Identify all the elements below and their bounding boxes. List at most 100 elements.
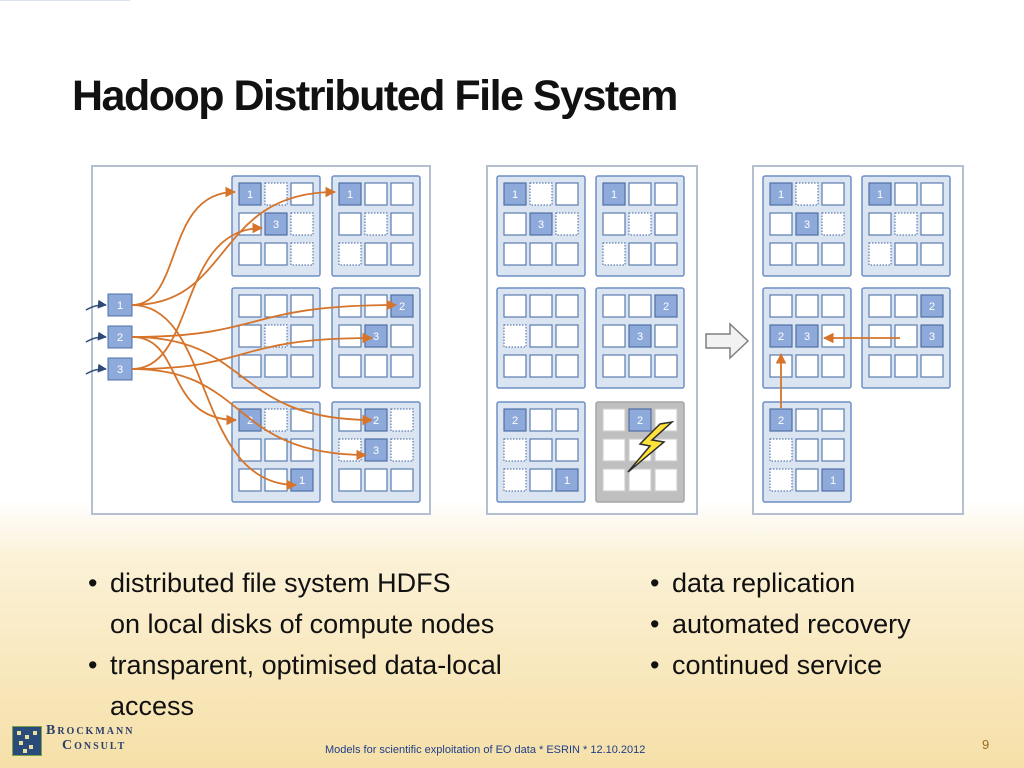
lightning-failure-icon	[627, 420, 675, 473]
empty-slot	[503, 438, 527, 462]
compute-node: 21	[231, 401, 321, 503]
empty-slot	[238, 468, 262, 492]
bullet-text: distributed file system HDFS	[110, 568, 451, 598]
empty-slot	[602, 212, 626, 236]
empty-slot	[602, 438, 626, 462]
empty-slot	[769, 468, 793, 492]
page-number: 9	[982, 737, 990, 752]
block-label: 2	[929, 301, 935, 313]
compute-node: 1	[595, 175, 685, 277]
compute-node	[231, 287, 321, 389]
compute-node: 1	[861, 175, 951, 277]
block-label: 1	[830, 475, 836, 487]
empty-slot	[555, 408, 579, 432]
data-block	[769, 408, 793, 432]
empty-slot	[894, 182, 918, 206]
empty-slot	[238, 294, 262, 318]
bullet-dot: •	[650, 609, 660, 639]
empty-slot	[821, 354, 845, 378]
block-label: 3	[538, 219, 544, 231]
empty-slot	[364, 212, 388, 236]
empty-slot	[503, 468, 527, 492]
block-label: 2	[637, 415, 643, 427]
empty-slot	[338, 468, 362, 492]
replication-arrow	[131, 368, 368, 461]
data-block	[654, 294, 678, 318]
block-label: 2	[373, 415, 379, 427]
empty-slot	[264, 438, 288, 462]
bullet-list-right: • data replication • automated recovery …	[650, 563, 911, 686]
compute-node: 23	[861, 287, 951, 389]
top-accent-line	[0, 0, 130, 1]
empty-slot	[503, 212, 527, 236]
compute-node: 13	[496, 175, 586, 277]
empty-slot	[338, 212, 362, 236]
empty-slot	[555, 242, 579, 266]
empty-slot	[628, 242, 652, 266]
bullet-dot: •	[88, 568, 98, 598]
block-label: 2	[663, 301, 669, 313]
empty-slot	[503, 324, 527, 348]
empty-slot	[555, 212, 579, 236]
empty-slot	[290, 294, 314, 318]
compute-node: 13	[231, 175, 321, 277]
empty-slot	[795, 354, 819, 378]
bullet-text: data replication	[672, 568, 856, 598]
empty-slot	[654, 212, 678, 236]
empty-slot	[894, 354, 918, 378]
empty-slot	[390, 468, 414, 492]
block-label: 1	[564, 475, 570, 487]
data-block	[503, 182, 527, 206]
file-block-label: 2	[117, 332, 123, 344]
empty-slot	[390, 242, 414, 266]
empty-slot	[894, 212, 918, 236]
failed-compute-node: 2	[595, 401, 685, 503]
compute-node	[496, 287, 586, 389]
empty-slot	[390, 212, 414, 236]
empty-slot	[529, 182, 553, 206]
input-arrow	[85, 331, 107, 343]
compute-node: 13	[762, 175, 852, 277]
block-label: 3	[929, 331, 935, 343]
data-block	[238, 182, 262, 206]
transition-arrow-icon	[705, 322, 750, 360]
bullet-text-continued: access	[110, 691, 195, 721]
empty-slot	[364, 354, 388, 378]
empty-slot	[795, 408, 819, 432]
empty-slot	[555, 324, 579, 348]
empty-slot	[290, 212, 314, 236]
empty-slot	[529, 242, 553, 266]
empty-slot	[602, 242, 626, 266]
empty-slot	[238, 438, 262, 462]
empty-slot	[390, 182, 414, 206]
bullet-item: • automated recovery	[650, 604, 911, 645]
bullet-text: automated recovery	[672, 609, 911, 639]
empty-slot	[338, 242, 362, 266]
empty-slot	[795, 294, 819, 318]
empty-slot	[503, 242, 527, 266]
block-label: 3	[804, 331, 810, 343]
empty-slot	[628, 182, 652, 206]
empty-slot	[654, 468, 678, 492]
empty-slot	[555, 182, 579, 206]
data-block	[529, 212, 553, 236]
empty-slot	[795, 438, 819, 462]
empty-slot	[769, 438, 793, 462]
bullet-dot: •	[650, 650, 660, 680]
empty-slot	[628, 354, 652, 378]
empty-slot	[821, 212, 845, 236]
empty-slot	[894, 242, 918, 266]
empty-slot	[529, 354, 553, 378]
empty-slot	[769, 294, 793, 318]
empty-slot	[821, 182, 845, 206]
block-label: 3	[637, 331, 643, 343]
data-block	[769, 182, 793, 206]
empty-slot	[264, 242, 288, 266]
block-label: 3	[804, 219, 810, 231]
data-block	[868, 182, 892, 206]
empty-slot	[769, 242, 793, 266]
block-label: 2	[399, 301, 405, 313]
